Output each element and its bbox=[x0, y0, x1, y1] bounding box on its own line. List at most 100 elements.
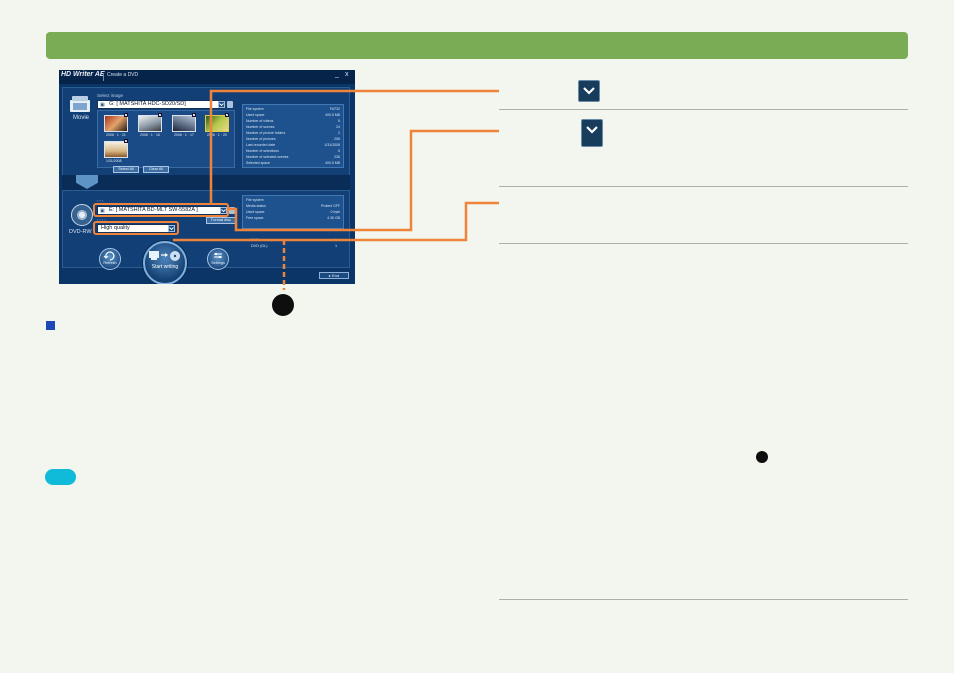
dvd-dl-type-label: DVD (DL) bbox=[251, 244, 268, 248]
info-value: 226 bbox=[334, 155, 340, 159]
info-value: 0 byte bbox=[330, 210, 340, 214]
start-writing-button[interactable]: Start writing bbox=[143, 241, 187, 284]
app-logo: HD Writer AE bbox=[61, 71, 105, 78]
info-value: 1/31/2008 bbox=[324, 143, 340, 147]
destination-drive-dropdown-button[interactable] bbox=[220, 207, 227, 214]
quality-heading: ▪ ▪ ▪ ▪ bbox=[97, 217, 107, 222]
title-separator bbox=[103, 73, 104, 81]
info-label: File system bbox=[246, 107, 264, 111]
settings-label: Settings bbox=[211, 261, 225, 265]
select-image-label: Select image bbox=[97, 93, 124, 98]
end-button[interactable]: ▸ End bbox=[319, 272, 349, 279]
settings-button[interactable]: Settings bbox=[207, 248, 229, 270]
info-value: 5 bbox=[338, 119, 340, 123]
chevron-down-icon bbox=[586, 126, 598, 134]
quality-highlight bbox=[93, 221, 179, 235]
destination-type-label: DVD-RW bbox=[69, 229, 92, 235]
thumbnail-4-checkbox[interactable]: ✓ bbox=[225, 113, 229, 117]
drive-icon: ▣ bbox=[100, 208, 105, 214]
info-label: File system bbox=[246, 198, 264, 202]
thumbnail-1[interactable] bbox=[104, 115, 128, 132]
chevron-down-icon bbox=[219, 103, 224, 107]
info-value: Protect OFF bbox=[320, 204, 340, 208]
section-bullet bbox=[46, 321, 55, 330]
dropdown-chevron-reference-1 bbox=[578, 80, 600, 102]
start-writing-icon bbox=[149, 251, 180, 261]
quality-value: High quality bbox=[101, 225, 130, 231]
refresh-icon bbox=[103, 251, 115, 261]
chevron-down-icon bbox=[76, 175, 98, 189]
thumbnail-caption: 2006 · 1 · 16 bbox=[140, 133, 160, 137]
quality-dropdown-button[interactable] bbox=[168, 225, 175, 232]
callout-marker bbox=[272, 294, 294, 316]
info-label: Number of selected scenes bbox=[246, 155, 289, 159]
info-value: 400.5 MB bbox=[325, 161, 340, 165]
thumbnail-1-checkbox[interactable]: ✓ bbox=[124, 113, 128, 117]
refresh-button[interactable]: Refresh bbox=[99, 248, 121, 270]
info-value: 206 bbox=[334, 137, 340, 141]
movie-icon bbox=[70, 96, 90, 112]
info-label: Selected space bbox=[246, 161, 270, 165]
drive-icon: ▣ bbox=[100, 102, 105, 108]
window-title: Create a DVD bbox=[107, 72, 139, 78]
info-label: Last recorded date bbox=[246, 143, 276, 147]
refresh-label: Refresh bbox=[103, 261, 117, 265]
source-drive-value: G: [ MATSHITA HDC-SD20/SD] bbox=[109, 101, 186, 107]
info-label: Number of pictures bbox=[246, 137, 276, 141]
dvd-disc-icon bbox=[71, 204, 93, 226]
info-value: FAT32 bbox=[329, 107, 340, 111]
chevron-down-icon bbox=[583, 87, 595, 95]
thumbnail-3[interactable] bbox=[172, 115, 196, 132]
info-value: 5 bbox=[338, 149, 340, 153]
hint-badge bbox=[45, 469, 76, 485]
info-label: Number of videos bbox=[246, 119, 274, 123]
destination-drive-value: E: [ MATSHITA BD-MLT SW-5582A ] bbox=[109, 207, 198, 213]
minimize-button[interactable]: _ bbox=[335, 71, 339, 78]
end-label: End bbox=[332, 273, 340, 278]
thumbnail-caption: 2006 · 1 · 21 bbox=[106, 133, 126, 137]
divider-line bbox=[499, 109, 908, 110]
clear-all-button[interactable]: Clear All bbox=[143, 166, 169, 173]
callout-marker-inline bbox=[756, 451, 768, 463]
info-label: Number of selections bbox=[246, 149, 279, 153]
chevron-down-icon bbox=[169, 227, 174, 231]
thumbnail-caption: 2006 · 1 · 17 bbox=[174, 133, 194, 137]
source-drive-dropdown-button[interactable] bbox=[218, 101, 225, 108]
panel-divider bbox=[62, 175, 350, 192]
dvd-dl-count: 1 bbox=[335, 244, 338, 248]
divider-line bbox=[499, 599, 908, 600]
info-value: 400.5 MB bbox=[325, 113, 340, 117]
close-button[interactable]: x bbox=[345, 71, 349, 78]
destination-drive-label: ▪ ▪ ▪ bbox=[97, 198, 104, 203]
dropdown-chevron-reference-2 bbox=[581, 119, 603, 147]
thumbnail-5-checkbox[interactable]: ✓ bbox=[124, 139, 128, 143]
start-writing-label: Start writing bbox=[151, 264, 179, 270]
title-bar: HD Writer AE Create a DVD _ x bbox=[59, 70, 355, 84]
page-header-bar bbox=[46, 32, 908, 59]
thumbnail-caption: 2006 · 1 · 20 bbox=[207, 133, 227, 137]
chevron-down-icon bbox=[221, 209, 226, 213]
thumbnail-2-checkbox[interactable]: ✓ bbox=[158, 113, 162, 117]
thumbnail-2[interactable] bbox=[138, 115, 162, 132]
thumbnail-3-checkbox[interactable]: ✓ bbox=[192, 113, 196, 117]
divider-line bbox=[499, 243, 908, 244]
info-label: Used space bbox=[246, 113, 265, 117]
info-value: 2 bbox=[338, 131, 340, 135]
thumbnail-caption: 1/31/2008 bbox=[106, 159, 122, 163]
select-all-button[interactable]: Select All bbox=[113, 166, 139, 173]
eject-icon[interactable] bbox=[227, 101, 233, 108]
info-label: Number of picture folders bbox=[246, 131, 286, 135]
info-value: 4.35 GB bbox=[327, 216, 340, 220]
settings-icon bbox=[214, 253, 222, 258]
hd-writer-window: HD Writer AE Create a DVD _ x Movie Sele… bbox=[59, 70, 355, 284]
destination-drive-highlight bbox=[93, 203, 229, 217]
info-label: Number of scenes bbox=[246, 125, 275, 129]
info-label: Media status bbox=[246, 204, 266, 208]
info-label: Free space bbox=[246, 216, 264, 220]
thumbnail-5[interactable] bbox=[104, 141, 128, 158]
eject-icon[interactable] bbox=[229, 207, 235, 214]
divider-line bbox=[499, 186, 908, 187]
